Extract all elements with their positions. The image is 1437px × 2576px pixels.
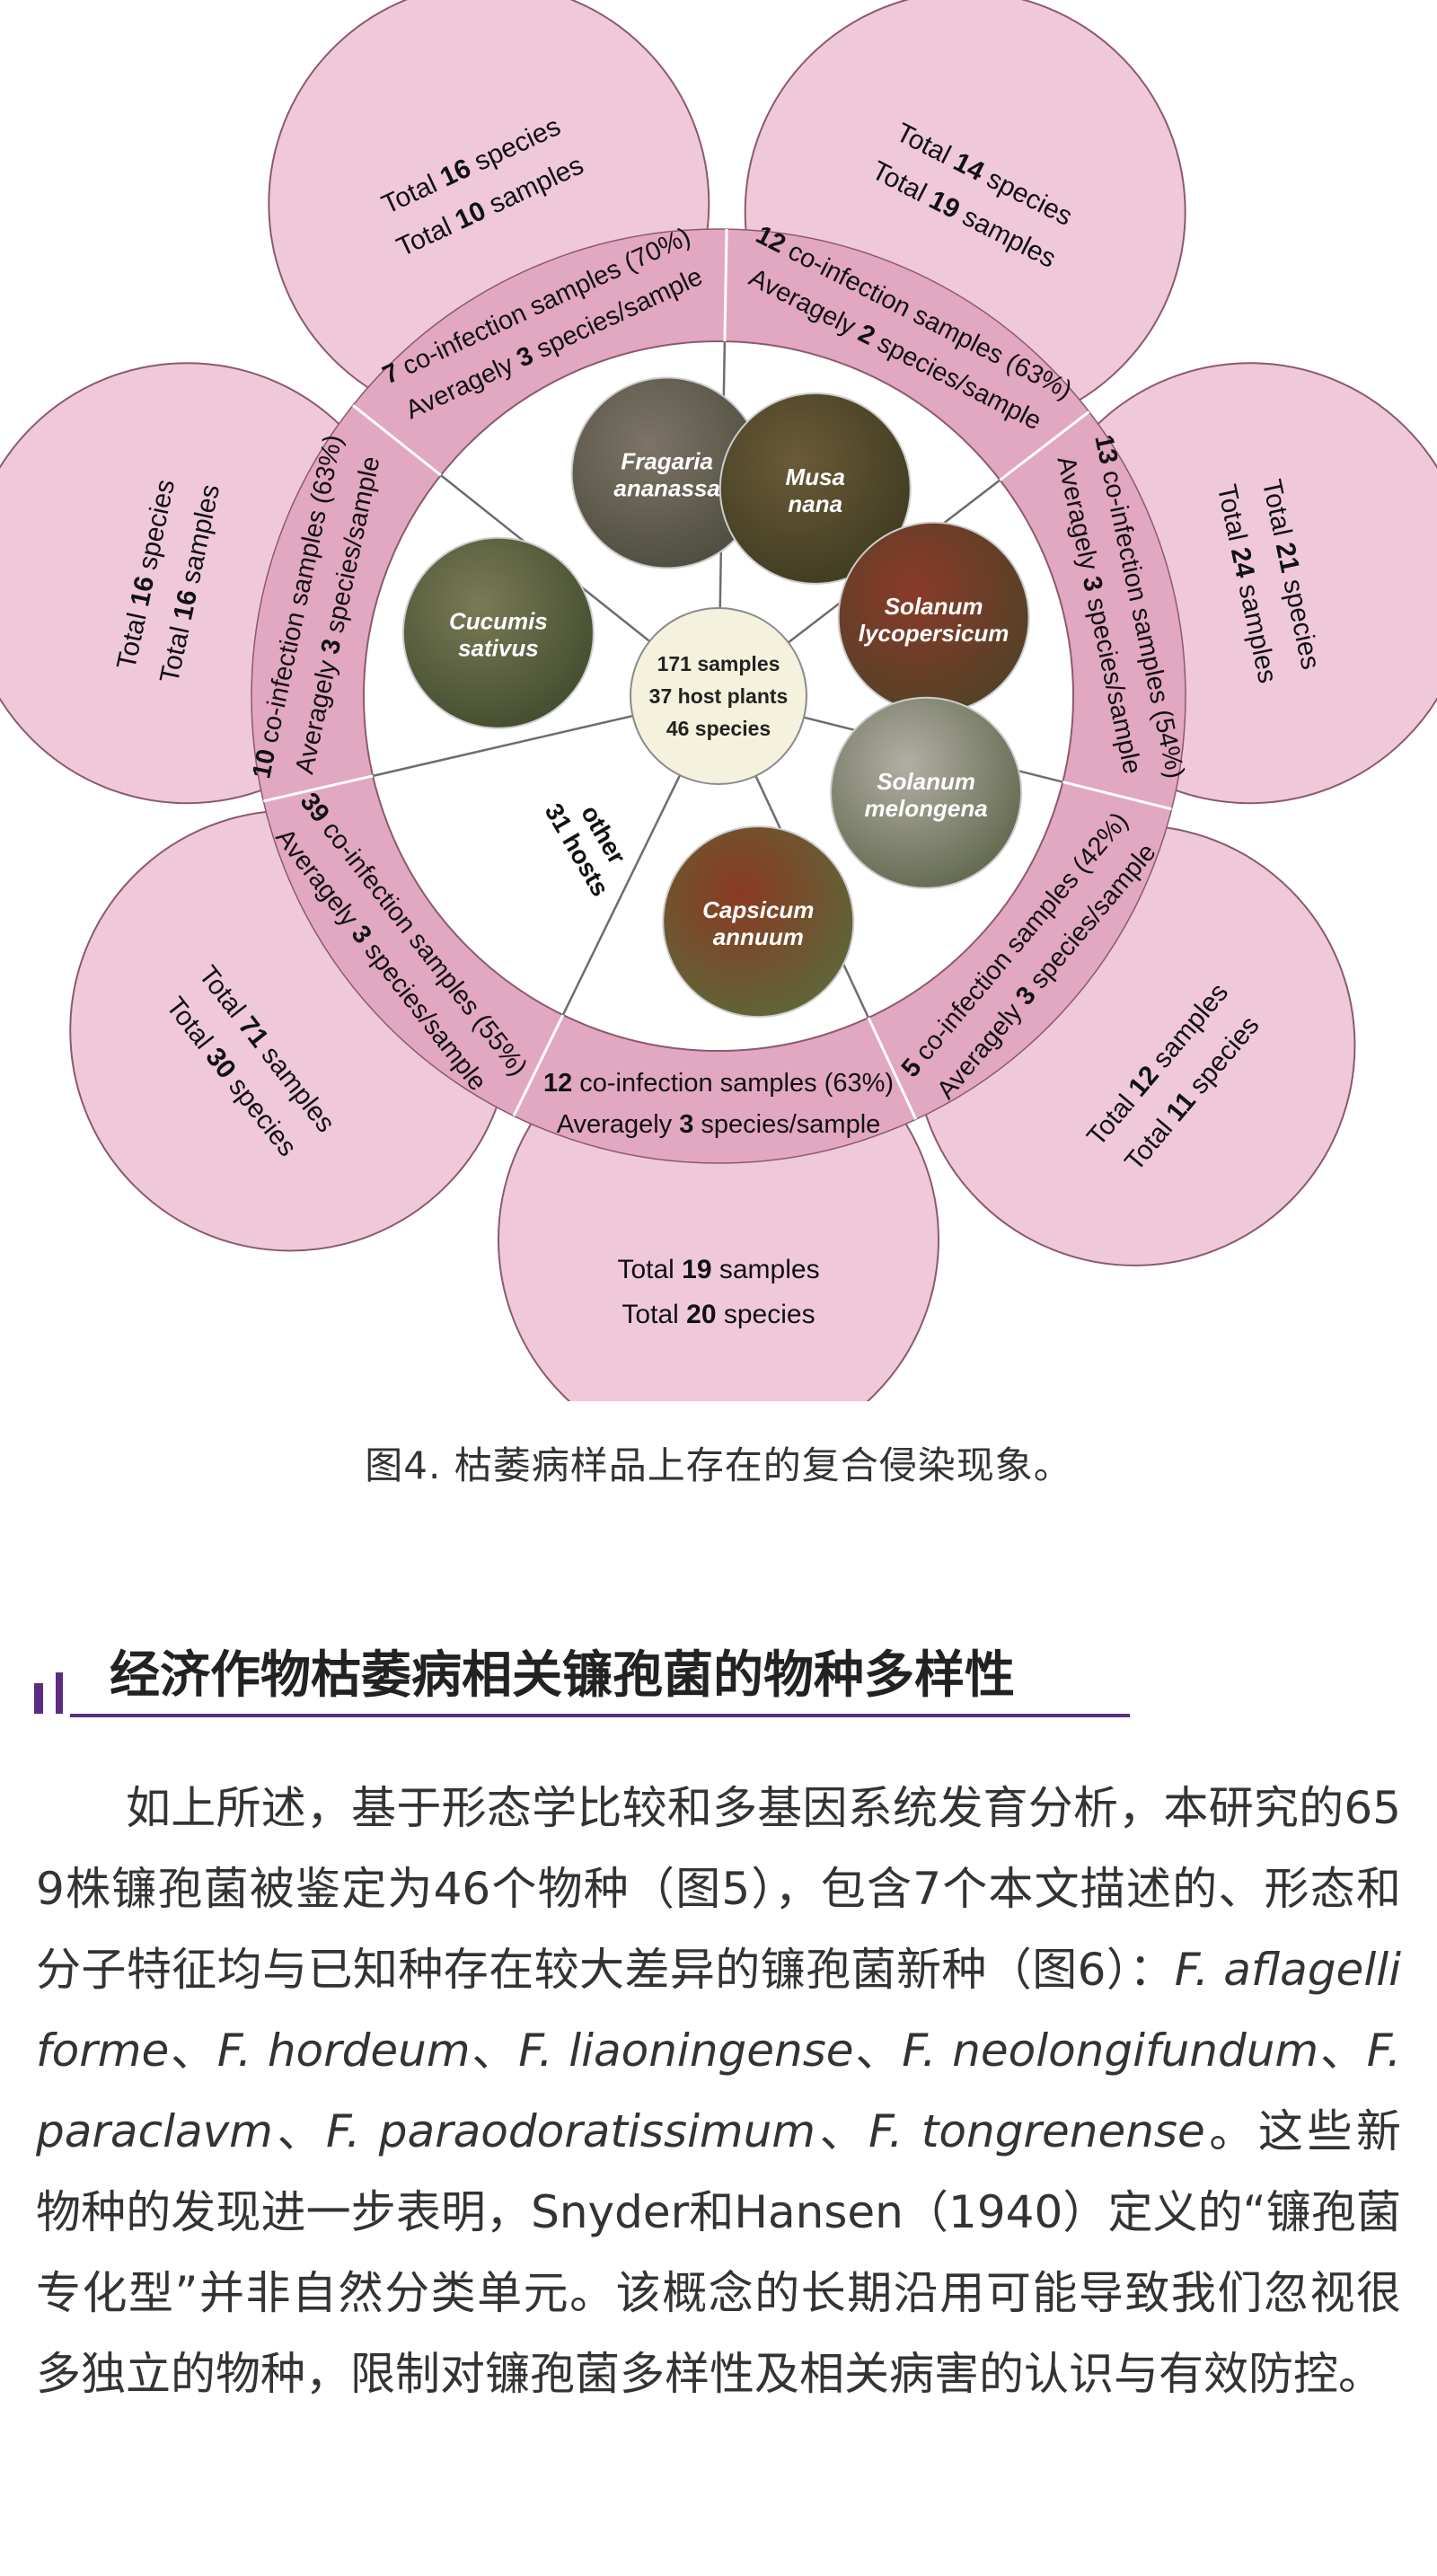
separator: 、 [272,2105,327,2157]
center-summary-line: 46 species [666,717,771,740]
host-name-genus: Fragaria [621,448,713,475]
figure-caption: 图4. 枯萎病样品上存在的复合侵染现象。 [365,1443,1072,1487]
host-plant-photo [830,696,1023,889]
species-name: F. tongrenense [868,2105,1205,2157]
average-species: Averagely 3 species/sample [557,1110,881,1139]
center-summary-line: 37 host plants [649,684,789,708]
host-plant-photo [718,392,912,585]
sector-divider [561,774,682,1016]
heading-accent-bar [56,1672,63,1714]
separator: 、 [853,2025,903,2077]
species-name: F. hordeum [216,2025,471,2077]
species-name: F. neolongifundum [902,2025,1319,2077]
heading-underline [70,1714,1130,1717]
total-line-1: Total 19 samples [617,1255,819,1284]
total-line-2: Total 20 species [622,1300,815,1329]
band-divider [352,404,442,477]
section-heading: 经济作物枯萎病相关镰孢菌的物种多样性 [34,1635,1130,1735]
band-divider [723,229,728,342]
body-paragraph: 如上所述，基于形态学比较和多基因系统发育分析，本研究的659株镰孢菌被鉴定为46… [36,1768,1401,2414]
separator: 、 [169,2025,217,2077]
host-name-species: sativus [458,635,539,662]
host-plant-photo [662,825,855,1019]
heading-accent-bar [34,1683,43,1714]
paragraph-text: 。这些新物种的发现进一步表明，Snyder和Hansen（1940）定义的“镰孢… [36,2105,1401,2400]
species-name: F. liaoningense [518,2025,854,2077]
host-name-genus: Musa [786,463,845,490]
separator: 、 [815,2105,869,2157]
host-name-species: lycopersicum [859,620,1009,647]
band-divider [512,1014,565,1117]
band-divider [999,410,1090,481]
species-name: F. paraodoratissimum [326,2105,815,2157]
section-title: 经济作物枯萎病相关镰孢菌的物种多样性 [110,1646,1015,1705]
separator: 、 [470,2025,519,2077]
host-name-species: melongena [864,795,987,822]
band-divider [1062,781,1172,811]
co-infection-count: 12 co-infection samples (63%) [543,1069,894,1098]
paragraph-text: 如上所述，基于形态学比较和多基因系统发育分析，本研究的659株镰孢菌被鉴定为46… [36,1782,1401,1996]
host-name-genus: Solanum [877,768,975,795]
center-summary-line: 171 samples [657,652,780,675]
sector-divider [372,714,633,778]
species-name: F. aflagelliforme [36,1944,1401,2077]
separator: 、 [1318,2025,1367,2077]
species-name: F. paraclavm [36,2025,1402,2157]
host-name-species: annuum [713,923,804,950]
band-divider [867,1017,918,1120]
band-divider [262,774,374,803]
host-name-species: nana [788,490,842,517]
host-plant-photo [401,536,595,729]
center-summary-circle [630,607,807,785]
host-name-genus: Solanum [885,593,983,620]
host-name-genus: Cucumis [449,608,548,635]
host-name-genus: Capsicum [702,896,814,923]
host-name-species: ananassa [613,475,720,502]
